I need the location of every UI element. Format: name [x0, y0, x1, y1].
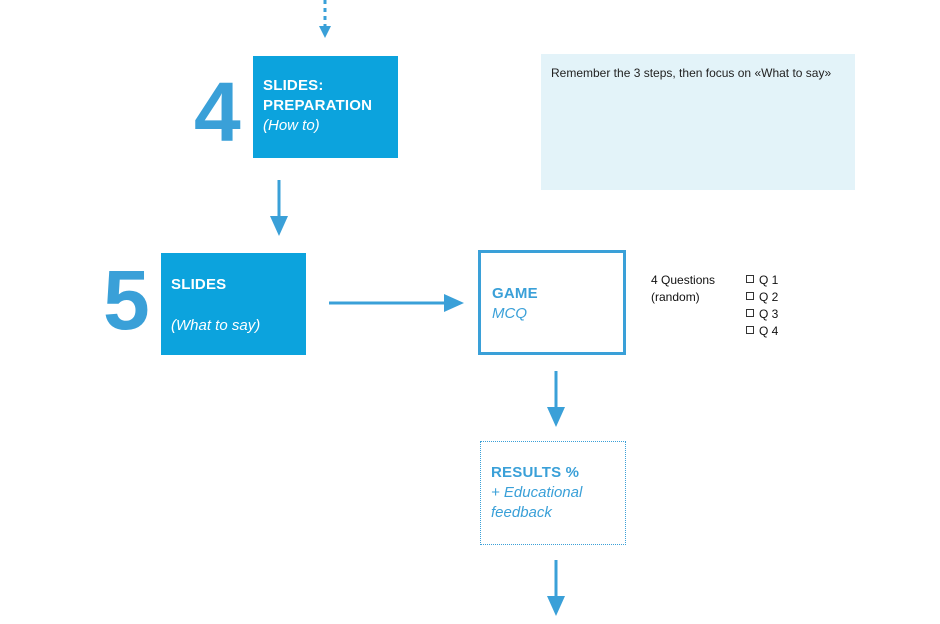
question-label: Q 1 [759, 273, 779, 287]
results-line1: + Educational [491, 484, 583, 501]
slides-what-to-say-title: SLIDES [171, 276, 227, 293]
results-title: RESULTS % [491, 464, 580, 481]
question-item: Q 1 [746, 272, 778, 289]
arrow-results-to-next-head [547, 596, 565, 616]
game-title: GAME [492, 285, 538, 302]
step-number-5: 5 [103, 253, 150, 347]
question-item: Q 4 [746, 323, 778, 340]
question-label: Q 2 [759, 290, 779, 304]
question-label: Q 3 [759, 307, 779, 321]
questions-label-line1: 4 Questions [651, 273, 716, 287]
questions-label-line2: (random) [651, 290, 700, 304]
slides-preparation-title-line1: SLIDES: [263, 77, 324, 94]
slides-what-to-say-box: SLIDES (What to say) [161, 253, 306, 355]
checkbox-icon [746, 275, 754, 283]
question-list: Q 1 Q 2 Q 3 Q 4 [746, 272, 778, 340]
slides-what-to-say-subtitle: (What to say) [171, 317, 261, 334]
checkbox-icon [746, 309, 754, 317]
slides-preparation-subtitle: (How to) [263, 117, 320, 134]
incoming-dashed-arrow-head [319, 26, 331, 38]
question-label: Q 4 [759, 324, 779, 338]
note-box: Remember the 3 steps, then focus on «Wha… [541, 54, 855, 190]
game-box: GAME MCQ [478, 250, 626, 355]
step-number-4: 4 [194, 65, 241, 159]
checkbox-icon [746, 326, 754, 334]
question-item: Q 3 [746, 306, 778, 323]
questions-label: 4 Questions (random) [651, 272, 715, 306]
game-subtitle: MCQ [492, 305, 527, 322]
slides-preparation-box: SLIDES: PREPARATION (How to) [253, 56, 398, 158]
arrow-game-to-results-head [547, 407, 565, 427]
results-box: RESULTS % + Educational feedback [480, 441, 626, 545]
slides-preparation-title-line2: PREPARATION [263, 97, 373, 114]
question-item: Q 2 [746, 289, 778, 306]
arrow-step4-to-step5-head [270, 216, 288, 236]
checkbox-icon [746, 292, 754, 300]
arrow-step5-to-game-head [444, 294, 464, 312]
results-line2: feedback [491, 504, 552, 521]
note-text: Remember the 3 steps, then focus on «Wha… [551, 66, 832, 80]
